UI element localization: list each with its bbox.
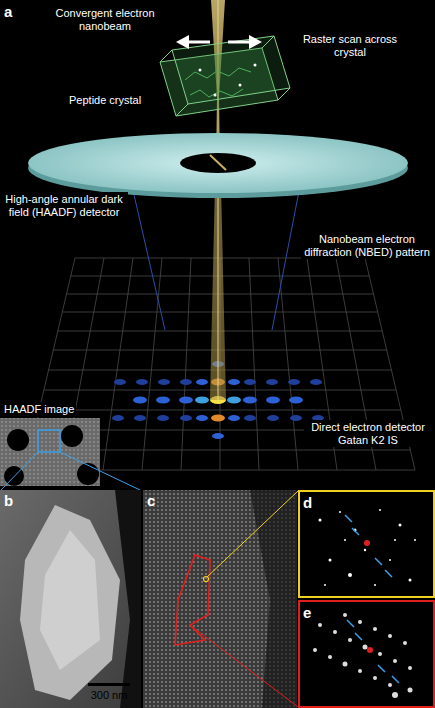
detector-label: High-angle annular dark field (HAADF) de… [0, 192, 128, 219]
panel-d-pattern [299, 491, 434, 597]
panel-c-image [143, 490, 297, 708]
panel-letter: e [303, 604, 319, 621]
panel-letter: b [4, 492, 20, 509]
scan-label: Raster scan across crystal [298, 32, 402, 59]
raster-arrows [176, 35, 262, 49]
panel-letter: d [303, 494, 319, 511]
scale-bar-label: 300 nm [78, 689, 140, 702]
panel-letter: a [4, 3, 24, 20]
peptide-crystal [160, 36, 290, 116]
beam-label: Convergent electron nanobeam [38, 6, 172, 33]
yellow-leader [207, 491, 298, 577]
panel-b-image [0, 490, 141, 708]
panel-letter: c [147, 492, 163, 509]
camera-label: Direct electron detector Gatan K2 IS [304, 420, 432, 447]
haadf-detector [28, 133, 408, 198]
haadf-thumbnail [0, 418, 140, 490]
panel-e-pattern [299, 601, 434, 707]
pattern-label: Nanobeam electron diffraction (NBED) pat… [301, 232, 433, 259]
red-leader [190, 625, 298, 707]
image-label: HAADF image [2, 402, 76, 417]
crystal-label: Peptide crystal [67, 93, 143, 108]
